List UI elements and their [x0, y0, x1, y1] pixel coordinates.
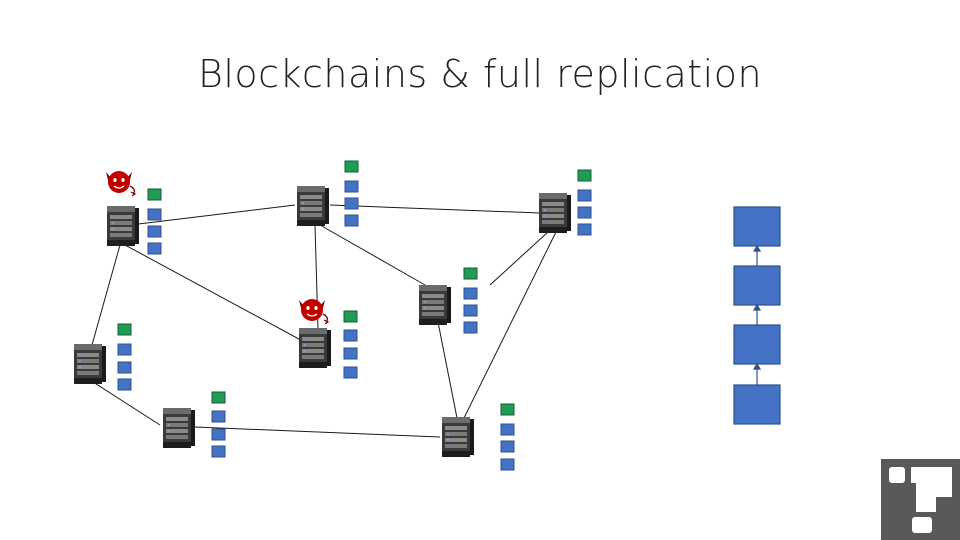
block	[500, 440, 515, 453]
block	[147, 242, 162, 255]
logo-icon	[881, 459, 960, 540]
node-1	[105, 170, 162, 255]
replica-chain	[117, 323, 132, 391]
block	[117, 343, 132, 356]
node-8	[442, 403, 515, 471]
head-block	[147, 188, 162, 201]
block	[117, 361, 132, 374]
block	[211, 428, 226, 441]
block	[211, 445, 226, 458]
server-icon	[419, 285, 451, 325]
arrow-head-icon	[752, 362, 762, 370]
block	[344, 197, 359, 210]
replica-chain	[577, 169, 592, 236]
block	[500, 423, 515, 436]
head-block	[211, 391, 226, 404]
arrow-head-icon	[752, 244, 762, 252]
block	[344, 214, 359, 227]
head-block	[500, 403, 515, 416]
server-icon	[163, 408, 195, 448]
devil-icon	[298, 298, 329, 325]
block	[463, 304, 478, 317]
block	[344, 180, 359, 193]
block	[343, 329, 358, 342]
link	[489, 231, 549, 286]
arrow-head-icon	[752, 303, 762, 311]
replica-chain	[463, 267, 478, 334]
block	[147, 208, 162, 221]
chain-block	[733, 265, 781, 306]
node-3	[539, 169, 592, 236]
devil-icon	[105, 170, 136, 197]
link	[194, 426, 441, 438]
block	[117, 378, 132, 391]
link	[462, 231, 557, 421]
head-block	[343, 310, 358, 323]
block	[211, 410, 226, 423]
node-7	[163, 391, 226, 458]
server-icon	[539, 193, 571, 233]
block	[147, 225, 162, 238]
head-block	[117, 323, 132, 336]
head-block	[344, 160, 359, 173]
block	[343, 347, 358, 360]
block	[500, 458, 515, 471]
node-5	[298, 298, 358, 379]
blockchain	[733, 206, 781, 425]
replica-chain	[500, 403, 515, 471]
link	[319, 224, 426, 286]
chain-block	[733, 384, 781, 425]
server-icon	[74, 344, 106, 384]
node-2	[297, 160, 359, 227]
replica-chain	[211, 391, 226, 458]
link	[89, 379, 161, 426]
network-links	[89, 204, 557, 438]
block	[463, 287, 478, 300]
chain-block	[733, 206, 781, 247]
server-icon	[299, 328, 331, 368]
link	[329, 204, 541, 214]
head-block	[463, 267, 478, 280]
server-icon	[107, 206, 139, 246]
node-6	[74, 323, 132, 391]
link	[91, 244, 121, 346]
block	[577, 223, 592, 236]
link	[129, 204, 296, 226]
replica-chain	[344, 160, 359, 227]
link	[437, 321, 458, 419]
replica-chain	[147, 188, 162, 255]
block	[577, 189, 592, 202]
replica-chain	[343, 310, 358, 379]
block	[463, 321, 478, 334]
block	[343, 366, 358, 379]
slide-title: Blockchains & full replication	[197, 52, 763, 96]
chain-block	[733, 324, 781, 365]
block	[577, 206, 592, 219]
node-4	[419, 267, 478, 334]
link	[124, 244, 311, 346]
head-block	[577, 169, 592, 182]
server-icon	[297, 186, 329, 226]
server-icon	[442, 417, 474, 457]
